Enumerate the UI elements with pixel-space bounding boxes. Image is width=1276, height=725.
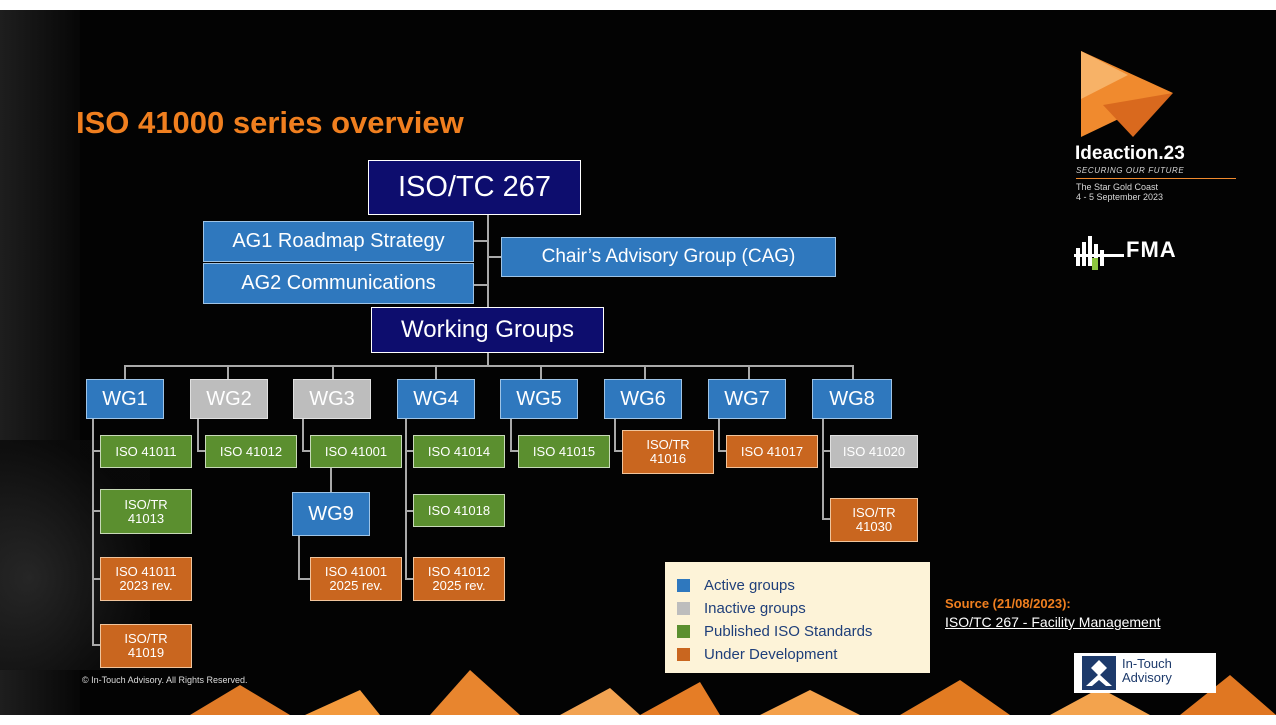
std-iso-tr-41030: ISO/TR 41030 — [830, 498, 918, 542]
slide: ISO 41000 series overview Ideaction.23 S… — [0, 10, 1276, 715]
legend-label-active: Active groups — [704, 577, 795, 594]
legend-swatch-under-development — [677, 648, 690, 661]
source-heading: Source (21/08/2023): — [945, 596, 1071, 611]
node-wg4: WG4 — [397, 379, 475, 419]
std-iso-41015: ISO 41015 — [518, 435, 610, 468]
intouch-logo-text: In-Touch Advisory — [1122, 657, 1172, 684]
event-tagline: SECURING OUR FUTURE — [1076, 166, 1185, 175]
intouch-line1: In-Touch — [1122, 656, 1172, 671]
event-name: Ideaction.23 — [1075, 143, 1185, 164]
node-wg2: WG2 — [190, 379, 268, 419]
legend-swatch-active — [677, 579, 690, 592]
node-iso-tc-267: ISO/TC 267 — [368, 160, 581, 215]
node-wg8: WG8 — [812, 379, 892, 419]
ideaction-play-icon — [1081, 51, 1173, 137]
std-iso-41001-2025-rev: ISO 41001 2025 rev. — [310, 557, 402, 601]
copyright-notice: © In-Touch Advisory. All Rights Reserved… — [82, 675, 248, 685]
std-iso-tr-41016: ISO/TR 41016 — [622, 430, 714, 474]
std-iso-41020: ISO 41020 — [830, 435, 918, 468]
node-wg9: WG9 — [292, 492, 370, 536]
event-venue: The Star Gold Coast — [1076, 182, 1159, 192]
legend: Active groups Inactive groups Published … — [665, 562, 930, 673]
legend-item-inactive: Inactive groups — [677, 597, 930, 620]
node-wg7: WG7 — [708, 379, 786, 419]
intouch-line2: Advisory — [1122, 669, 1172, 685]
legend-item-under-development: Under Development — [677, 643, 930, 666]
legend-label-under-development: Under Development — [704, 646, 838, 663]
node-working-groups: Working Groups — [371, 307, 604, 353]
std-iso-41012: ISO 41012 — [205, 435, 297, 468]
node-wg6: WG6 — [604, 379, 682, 419]
legend-swatch-published — [677, 625, 690, 638]
std-iso-tr-41013: ISO/TR 41013 — [100, 489, 192, 534]
std-iso-41011-2023-rev: ISO 41011 2023 rev. — [100, 557, 192, 601]
node-wg5: WG5 — [500, 379, 578, 419]
event-venue-block: The Star Gold Coast 4 - 5 September 2023 — [1076, 182, 1163, 203]
legend-item-published: Published ISO Standards — [677, 620, 930, 643]
node-ag2: AG2 Communications — [203, 263, 474, 304]
std-iso-41018: ISO 41018 — [413, 494, 505, 527]
intouch-logo-icon — [1082, 656, 1116, 690]
node-cag: Chair’s Advisory Group (CAG) — [501, 237, 836, 277]
std-iso-tr-41019: ISO/TR 41019 — [100, 624, 192, 668]
std-iso-41017: ISO 41017 — [726, 435, 818, 468]
node-wg3: WG3 — [293, 379, 371, 419]
decorative-triangles-footer — [190, 670, 1276, 715]
std-iso-41001: ISO 41001 — [310, 435, 402, 468]
source-link[interactable]: ISO/TC 267 - Facility Management — [945, 614, 1161, 630]
node-ag1: AG1 Roadmap Strategy — [203, 221, 474, 262]
node-wg1: WG1 — [86, 379, 164, 419]
legend-item-active: Active groups — [677, 574, 930, 597]
intouch-logo: In-Touch Advisory — [1074, 653, 1216, 693]
legend-label-published: Published ISO Standards — [704, 623, 873, 640]
slide-title: ISO 41000 series overview — [76, 105, 464, 140]
logo-divider — [1076, 178, 1236, 179]
std-iso-41014: ISO 41014 — [413, 435, 505, 468]
event-dates: 4 - 5 September 2023 — [1076, 192, 1164, 203]
std-iso-41012-2025-rev: ISO 41012 2025 rev. — [413, 557, 505, 601]
fma-logo-text: FMA — [1126, 237, 1177, 262]
legend-swatch-inactive — [677, 602, 690, 615]
legend-label-inactive: Inactive groups — [704, 600, 806, 617]
fma-logo-icon — [1074, 236, 1124, 270]
std-iso-41011: ISO 41011 — [100, 435, 192, 468]
